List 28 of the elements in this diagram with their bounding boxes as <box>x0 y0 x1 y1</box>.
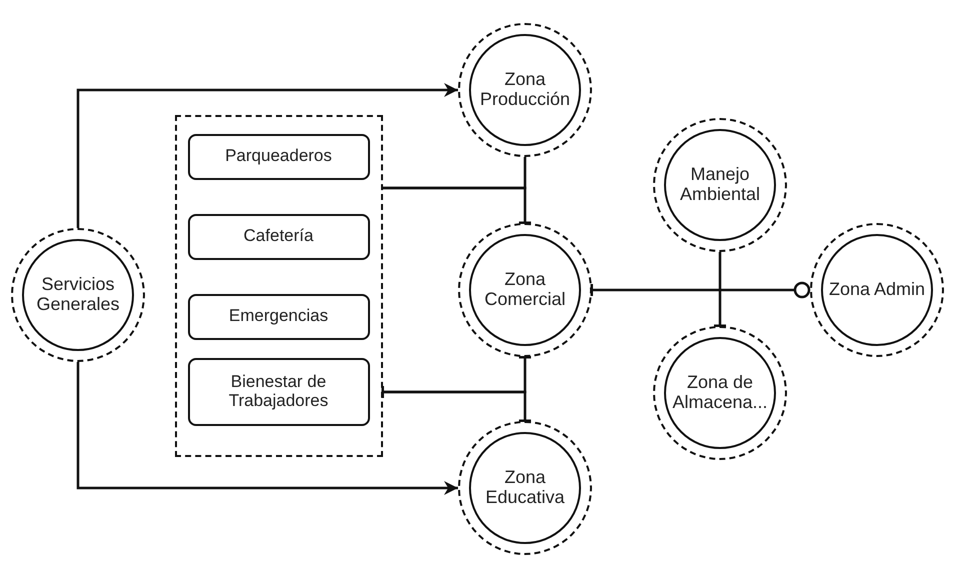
service-label: Bienestar de Trabajadores <box>228 372 330 410</box>
connector-line <box>76 83 458 228</box>
zone-circle <box>653 118 787 252</box>
zone-label: Zona Producción <box>478 70 572 110</box>
zone-label: Zona Educativa <box>484 468 566 508</box>
service-box <box>188 294 370 340</box>
service-box <box>188 214 370 260</box>
service-box <box>188 134 370 180</box>
service-label: Parqueaderos <box>225 147 332 166</box>
connector-line <box>383 186 531 224</box>
service-label: Cafetería <box>244 227 314 246</box>
service-box <box>188 358 370 426</box>
connector-line <box>714 252 726 327</box>
zone-circle <box>458 23 592 157</box>
zone-circle <box>458 223 592 357</box>
connector-line <box>76 362 458 495</box>
zone-circle <box>11 228 145 362</box>
zone-label: Zona Comercial <box>483 270 567 310</box>
service-label: Emergencias <box>228 307 328 326</box>
group-frame <box>175 115 383 457</box>
zone-circle <box>458 421 592 555</box>
zone-label: Servicios Generales <box>35 275 121 315</box>
zone-label: Zona de Almacena... <box>671 373 769 413</box>
zone-circle <box>653 326 787 460</box>
zone-circle <box>810 223 944 357</box>
zone-label: Manejo Ambiental <box>678 165 762 205</box>
zone-label: Zona Admin <box>828 280 926 300</box>
connector-line <box>590 282 810 298</box>
